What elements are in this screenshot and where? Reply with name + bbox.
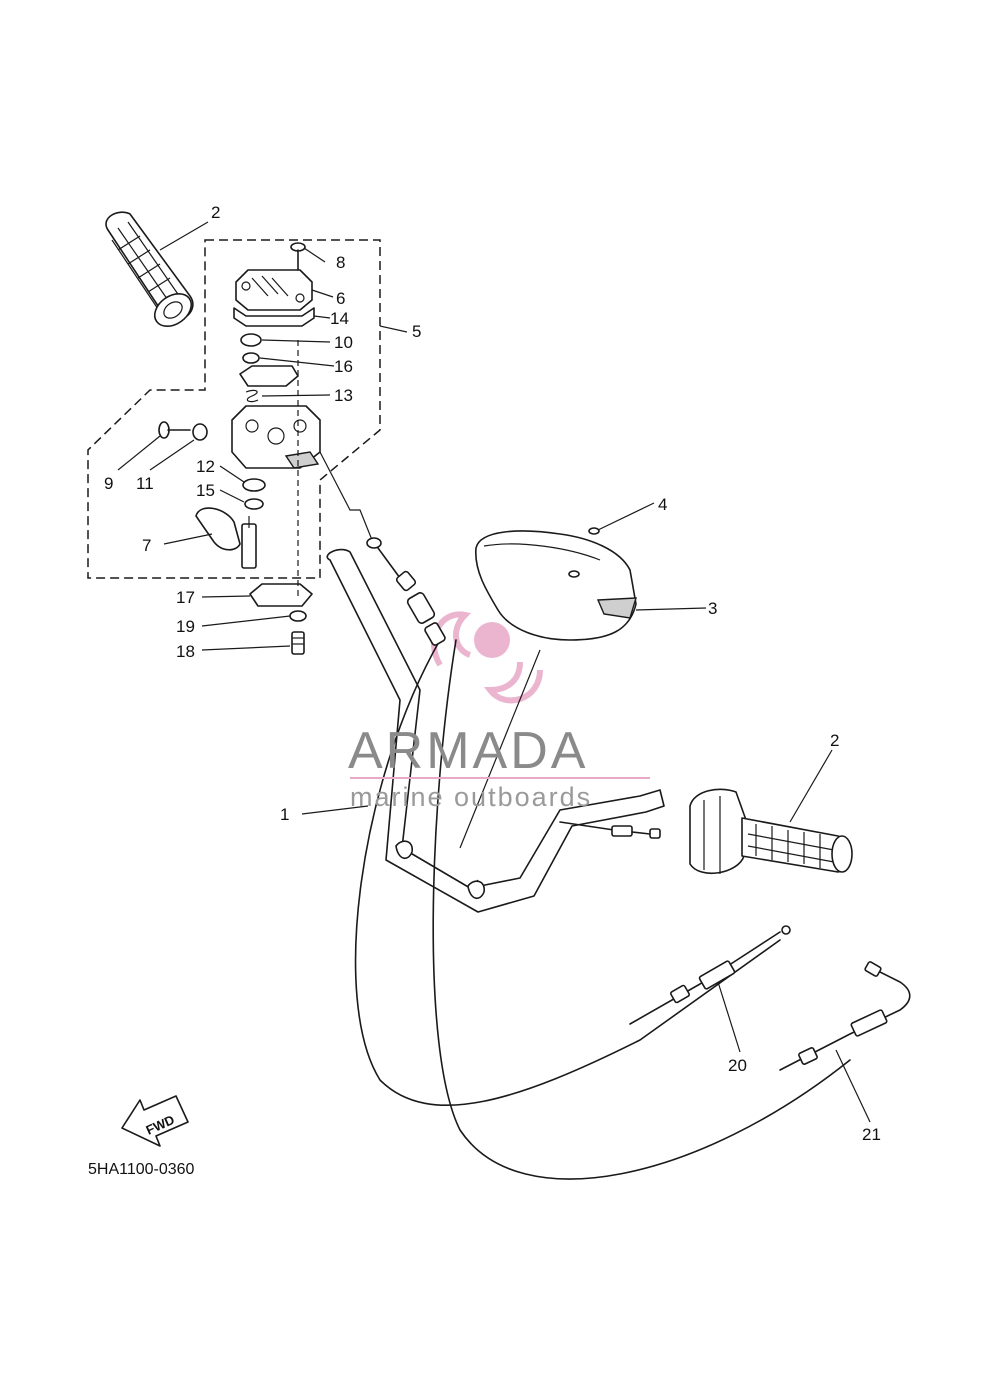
- callout-8: 8: [336, 253, 345, 272]
- cover-plate: [233, 269, 315, 327]
- right-grip-assembly: [689, 788, 853, 874]
- watermark-brand: ARMADA: [348, 722, 588, 780]
- part-code: 5HA1100-0360: [88, 1161, 195, 1178]
- callout-14: 14: [330, 309, 349, 328]
- callout-17: 17: [176, 588, 195, 607]
- callout-21: 21: [862, 1125, 881, 1144]
- callout-10: 10: [334, 333, 353, 352]
- callout-6: 6: [336, 289, 345, 308]
- left-grip: [105, 211, 194, 328]
- clamp-17: [249, 583, 313, 607]
- bolt-9: [158, 421, 191, 439]
- right-cable-fittings: [559, 821, 661, 839]
- leader-lines: [117, 221, 871, 1123]
- handlebar-cover: [475, 530, 637, 641]
- bolt-18: [291, 631, 305, 655]
- nut-11: [192, 423, 208, 441]
- callout-2a: 2: [211, 203, 220, 222]
- cable-20: [629, 925, 791, 1025]
- callout-13: 13: [334, 386, 353, 405]
- callout-19: 19: [176, 617, 195, 636]
- callout-15: 15: [196, 481, 215, 500]
- screw-8: [290, 242, 306, 271]
- throttle-lever: [195, 507, 257, 569]
- callout-2b: 2: [830, 731, 839, 750]
- callout-16: 16: [334, 357, 353, 376]
- washer-19: [289, 610, 307, 622]
- callout-18: 18: [176, 642, 195, 661]
- throttle-cable-loop: [354, 639, 781, 1106]
- callout-20: 20: [728, 1056, 747, 1075]
- callout-4: 4: [658, 495, 667, 514]
- callout-12: 12: [196, 457, 215, 476]
- washer-16: [242, 352, 260, 364]
- washer-12: [242, 478, 266, 492]
- fwd-arrow: FWD: [121, 1095, 189, 1147]
- watermark-tagline: marine outboards: [350, 782, 592, 812]
- nut-10: [240, 333, 262, 347]
- bracket: [239, 365, 299, 387]
- callout-3: 3: [708, 599, 717, 618]
- handlebar: [326, 548, 665, 913]
- pin-4: [588, 527, 600, 535]
- throttle-housing: [231, 405, 321, 469]
- callout-9: 9: [104, 474, 113, 493]
- callout-5: 5: [412, 322, 421, 341]
- washer-15: [244, 498, 264, 510]
- callout-11: 11: [136, 474, 154, 493]
- callout-1: 1: [280, 805, 289, 824]
- second-cable-loop: [432, 639, 851, 1180]
- assembly-5-border: [87, 239, 381, 579]
- callout-labels: 2 8 6 14 5 10 16 13 9 11 12 15 7 17 19 1…: [104, 203, 881, 1144]
- spring-13: [245, 389, 259, 403]
- cable-end-fittings: [319, 451, 446, 646]
- callout-7: 7: [142, 536, 151, 555]
- cable-21: [779, 961, 911, 1071]
